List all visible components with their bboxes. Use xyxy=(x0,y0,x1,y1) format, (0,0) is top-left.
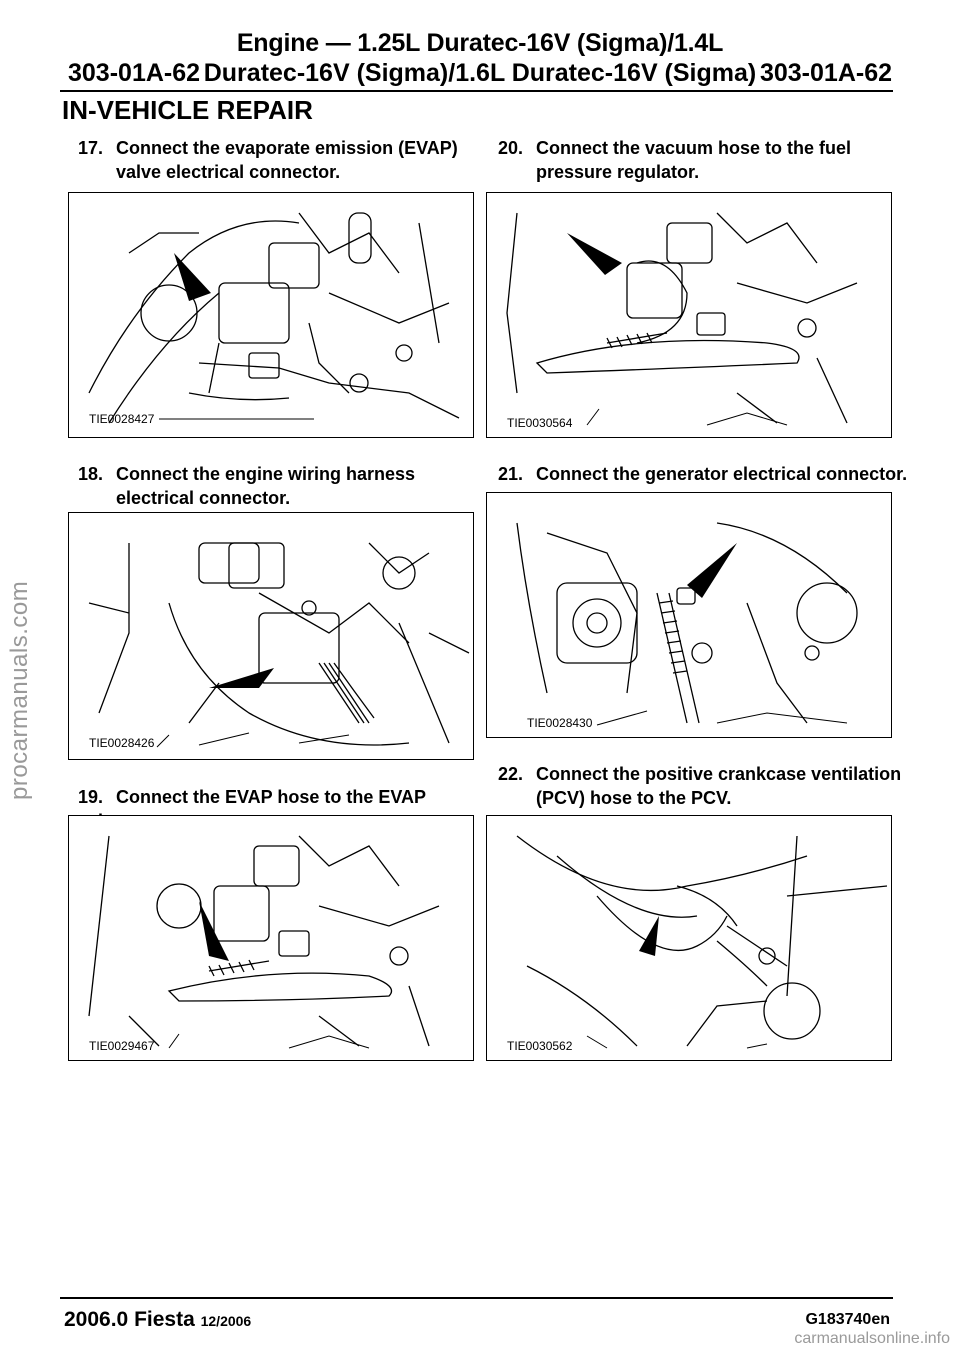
step-text: Connect the generator electrical connect… xyxy=(536,464,908,484)
footer-code: G183740en xyxy=(805,1311,890,1328)
figure-vacuum-hose: TIE0030564 xyxy=(486,192,892,438)
arrow-icon xyxy=(687,543,737,598)
section-title: IN-VEHICLE REPAIR xyxy=(62,95,313,125)
footer-date: 12/2006 xyxy=(200,1313,252,1329)
side-watermark-text: procarmanuals.com xyxy=(6,580,33,800)
step-number: 18. xyxy=(78,464,104,484)
engine-illustration: TIE0028427 xyxy=(88,212,460,426)
engine-illustration: TIE0030562 xyxy=(507,835,888,1053)
figure-evap-valve-connector: TIE0028427 xyxy=(68,192,474,438)
header-row: 303-01A-62 Duratec-16V (Sigma)/1.6L Dura… xyxy=(68,60,892,88)
header-title-line2: Duratec-16V (Sigma)/1.6L Duratec-16V (Si… xyxy=(203,59,757,87)
bottom-watermark: carmanualsonline.info xyxy=(794,1330,950,1347)
arrow-icon xyxy=(209,668,274,688)
header-rule xyxy=(60,90,893,92)
footer-model-name: 2006.0 Fiesta xyxy=(64,1308,195,1331)
step-text: Connect the engine wiring harness xyxy=(116,464,416,484)
step-text-cont: pressure regulator. xyxy=(536,162,700,182)
step-text: Connect the vacuum hose to the fuel xyxy=(536,138,852,158)
figure-engine-harness-connector: TIE0028426 xyxy=(68,512,474,760)
arrow-icon xyxy=(174,253,211,301)
step-18: 18. Connect the engine wiring harness ele… xyxy=(78,462,478,510)
figure-id: TIE0029467 xyxy=(89,1039,155,1053)
step-number: 21. xyxy=(498,464,524,484)
page-number-left: 303-01A-62 xyxy=(68,59,201,87)
step-21: 21. Connect the generator electrical conn… xyxy=(498,462,918,486)
step-number: 19. xyxy=(78,787,104,807)
figure-id: TIE0028430 xyxy=(527,716,593,730)
engine-illustration: TIE0028430 xyxy=(516,522,858,730)
side-watermark: procarmanuals.com xyxy=(6,540,36,800)
step-text-cont: electrical connector. xyxy=(116,488,291,508)
step-number: 17. xyxy=(78,138,104,158)
arrow-icon xyxy=(639,916,659,956)
step-text-cont: (PCV) hose to the PCV. xyxy=(536,788,732,808)
footer-model: 2006.0 Fiesta 12/2006 xyxy=(64,1308,251,1332)
figure-id: TIE0030562 xyxy=(507,1039,573,1053)
figure-id: TIE0028426 xyxy=(89,736,155,750)
step-text: Connect the positive crankcase ventilati… xyxy=(536,764,902,784)
figure-evap-hose: TIE0029467 xyxy=(68,815,474,1061)
header-title-line1: Engine — 1.25L Duratec-16V (Sigma)/1.4L xyxy=(236,29,724,57)
step-text: Connect the evaporate emission (EVAP) xyxy=(116,138,458,158)
figure-id: TIE0030564 xyxy=(507,416,573,430)
page-number-right: 303-01A-62 xyxy=(759,59,892,87)
arrow-icon xyxy=(567,233,622,275)
engine-illustration: TIE0029467 xyxy=(88,835,440,1053)
figure-id: TIE0028427 xyxy=(89,412,155,426)
step-number: 20. xyxy=(498,138,524,158)
arrow-icon xyxy=(199,901,229,961)
step-17: 17. Connect the evaporate emission (EVAP)… xyxy=(78,136,478,184)
engine-illustration: TIE0030564 xyxy=(506,212,858,430)
step-number: 22. xyxy=(498,764,524,784)
footer-rule xyxy=(60,1297,893,1299)
engine-illustration: TIE0028426 xyxy=(88,542,470,750)
step-20: 20. Connect the vacuum hose to the fuel p… xyxy=(498,136,918,184)
step-text-cont: valve electrical connector. xyxy=(116,162,341,182)
figure-generator-connector: TIE0028430 xyxy=(486,492,892,738)
figure-pcv-hose: TIE0030562 xyxy=(486,815,892,1061)
step-22: 22. Connect the positive crankcase ventil… xyxy=(498,762,918,810)
